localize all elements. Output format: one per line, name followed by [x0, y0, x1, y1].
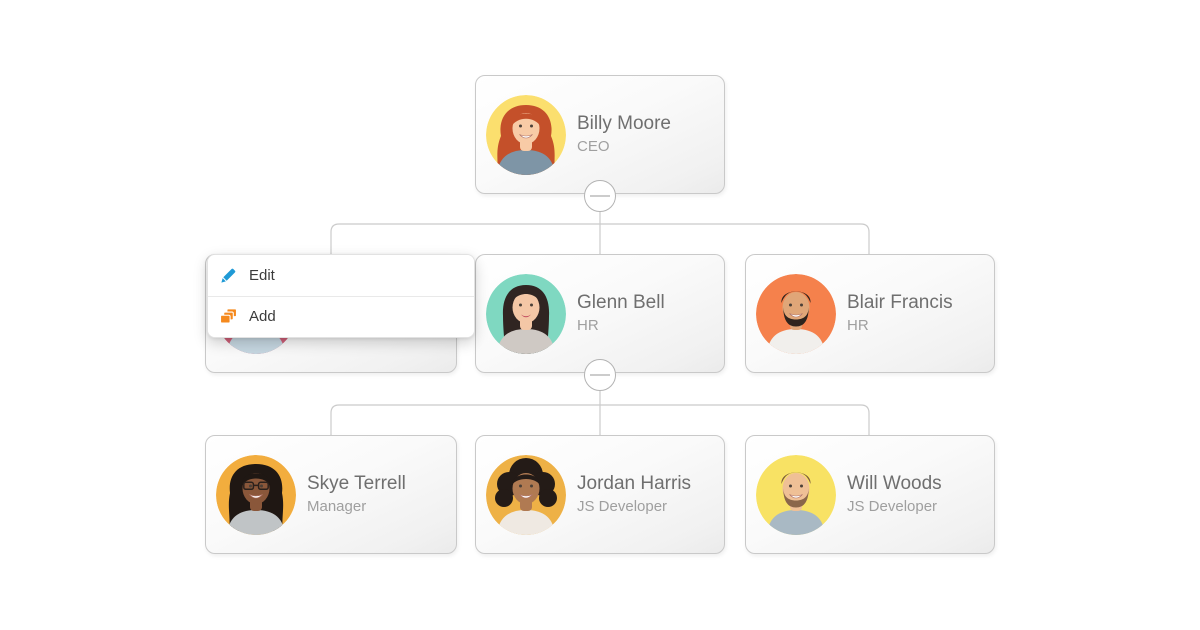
- context-menu: Edit Add: [207, 254, 475, 338]
- person-name: Glenn Bell: [577, 291, 665, 313]
- avatar: [756, 454, 836, 535]
- person-title: Manager: [307, 498, 367, 516]
- collapse-toggle-hr[interactable]: [584, 359, 616, 391]
- org-node-will-woods[interactable]: Will Woods JS Developer: [745, 435, 995, 554]
- menu-item-label: Add: [249, 308, 276, 326]
- menu-item-label: Edit: [249, 266, 275, 284]
- avatar: [486, 94, 566, 175]
- person-title: CEO: [577, 138, 610, 156]
- layers-icon: [220, 308, 237, 325]
- avatar: [216, 454, 296, 535]
- menu-item-edit[interactable]: Edit: [208, 255, 474, 296]
- avatar: [756, 273, 836, 354]
- pencil-icon: [220, 267, 237, 284]
- person-title: HR: [847, 317, 869, 335]
- org-node-jordan-harris[interactable]: Jordan Harris JS Developer: [475, 435, 725, 554]
- connector-branch-row3: [330, 404, 870, 435]
- person-title: HR: [577, 317, 599, 335]
- org-node-glenn-bell[interactable]: Glenn Bell HR: [475, 254, 725, 373]
- menu-divider: [208, 295, 474, 297]
- person-name: Skye Terrell: [307, 472, 406, 494]
- person-name: Blair Francis: [847, 291, 953, 313]
- person-name: Will Woods: [847, 472, 942, 494]
- org-node-blair-francis[interactable]: Blair Francis HR: [745, 254, 995, 373]
- person-title: JS Developer: [577, 498, 668, 516]
- person-name: Jordan Harris: [577, 472, 692, 494]
- collapse-toggle-ceo[interactable]: [584, 180, 616, 212]
- org-node-billy-moore[interactable]: Billy Moore CEO: [475, 75, 725, 194]
- person-title: JS Developer: [847, 498, 938, 516]
- org-node-skye-terrell[interactable]: Skye Terrell Manager: [205, 435, 457, 554]
- person-name: Billy Moore: [577, 112, 671, 134]
- minus-icon: [590, 195, 610, 197]
- avatar: [486, 454, 566, 535]
- connector-branch-row2: [330, 223, 870, 254]
- menu-item-add[interactable]: Add: [208, 296, 474, 337]
- minus-icon: [590, 374, 610, 376]
- avatar: [486, 273, 566, 354]
